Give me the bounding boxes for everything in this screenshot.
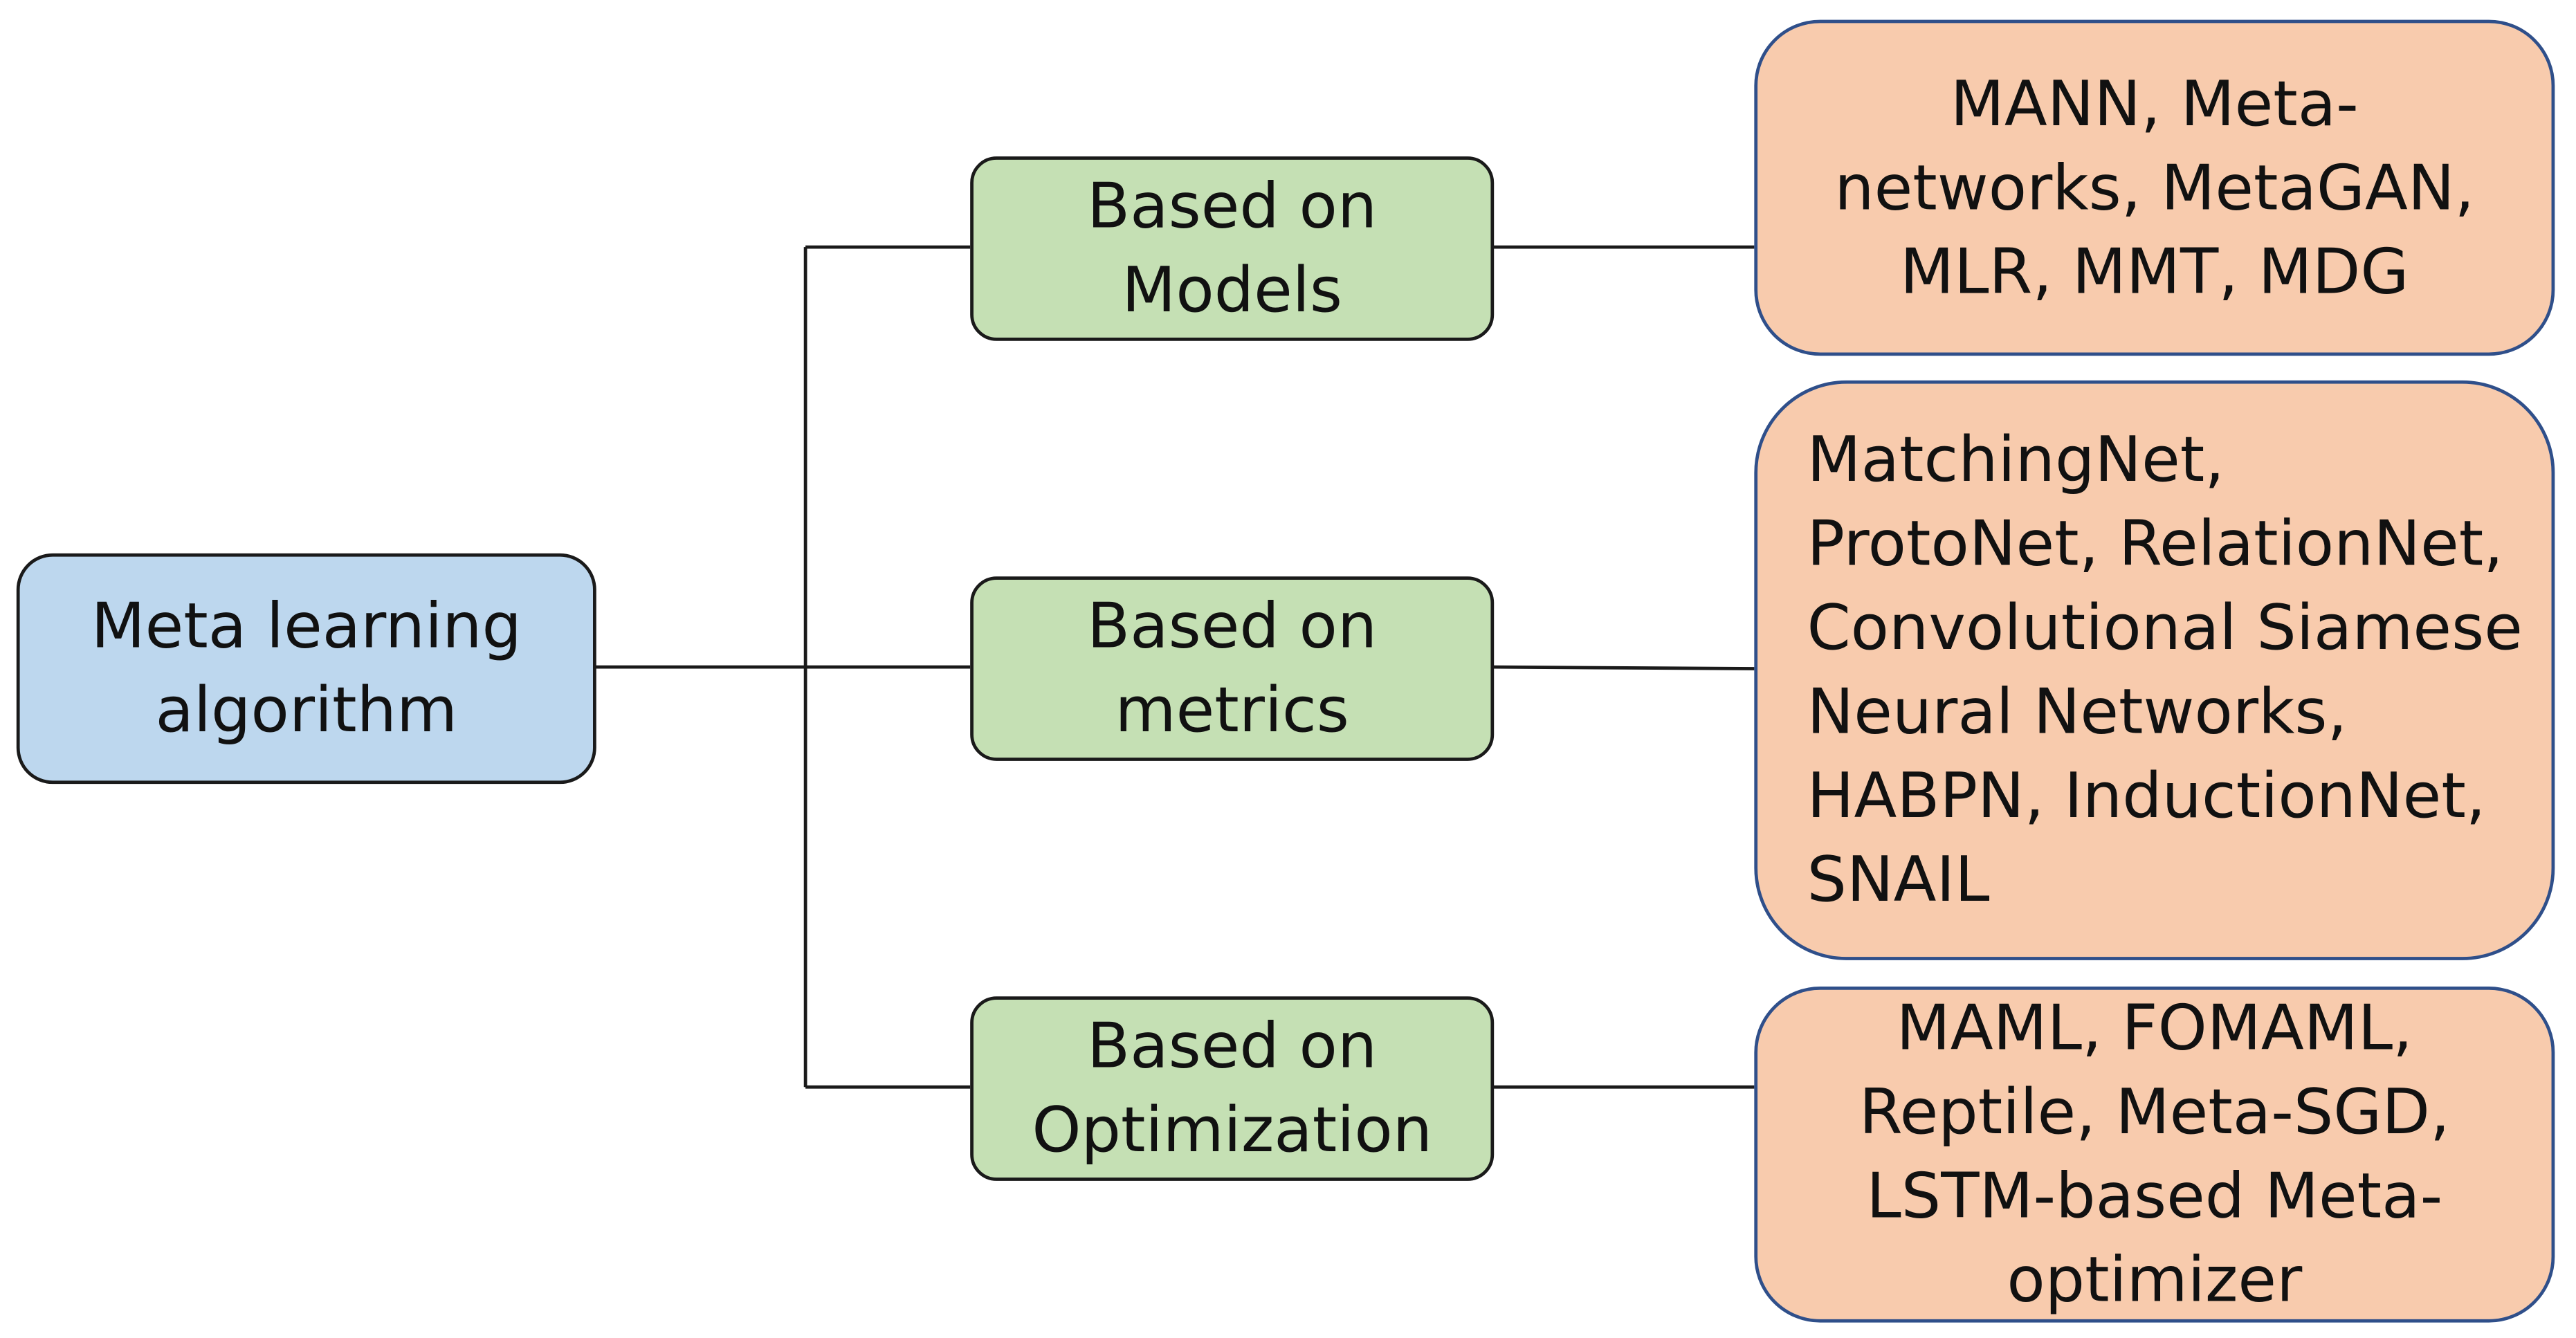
methods-node-optimization: MAML, FOMAML, Reptile, Meta-SGD, LSTM-ba… [1754, 986, 2555, 1323]
category-node-metrics-label: Based on metrics [1087, 589, 1378, 746]
category-node-optimization: Based on Optimization [970, 996, 1495, 1181]
methods-node-optimization-text: MAML, FOMAML, Reptile, Meta-SGD, LSTM-ba… [1858, 991, 2450, 1317]
category-node-models: Based on Models [970, 156, 1495, 341]
root-node: Meta learning algorithm [16, 553, 596, 785]
connector-metrics-to-methods [1492, 665, 1755, 670]
category-node-models-label: Based on Models [1087, 169, 1378, 327]
methods-node-metrics: MatchingNet, ProtoNet, RelationNet, Conv… [1754, 380, 2555, 960]
methods-node-models-text: MANN, Meta- networks, MetaGAN, MLR, MMT,… [1834, 66, 2475, 307]
methods-node-metrics-text: MatchingNet, ProtoNet, RelationNet, Conv… [1807, 423, 2523, 916]
root-node-label: Meta learning algorithm [91, 589, 522, 746]
methods-node-models: MANN, Meta- networks, MetaGAN, MLR, MMT,… [1754, 19, 2555, 356]
category-node-optimization-label: Based on Optimization [1032, 1009, 1433, 1166]
category-node-metrics: Based on metrics [970, 576, 1495, 761]
